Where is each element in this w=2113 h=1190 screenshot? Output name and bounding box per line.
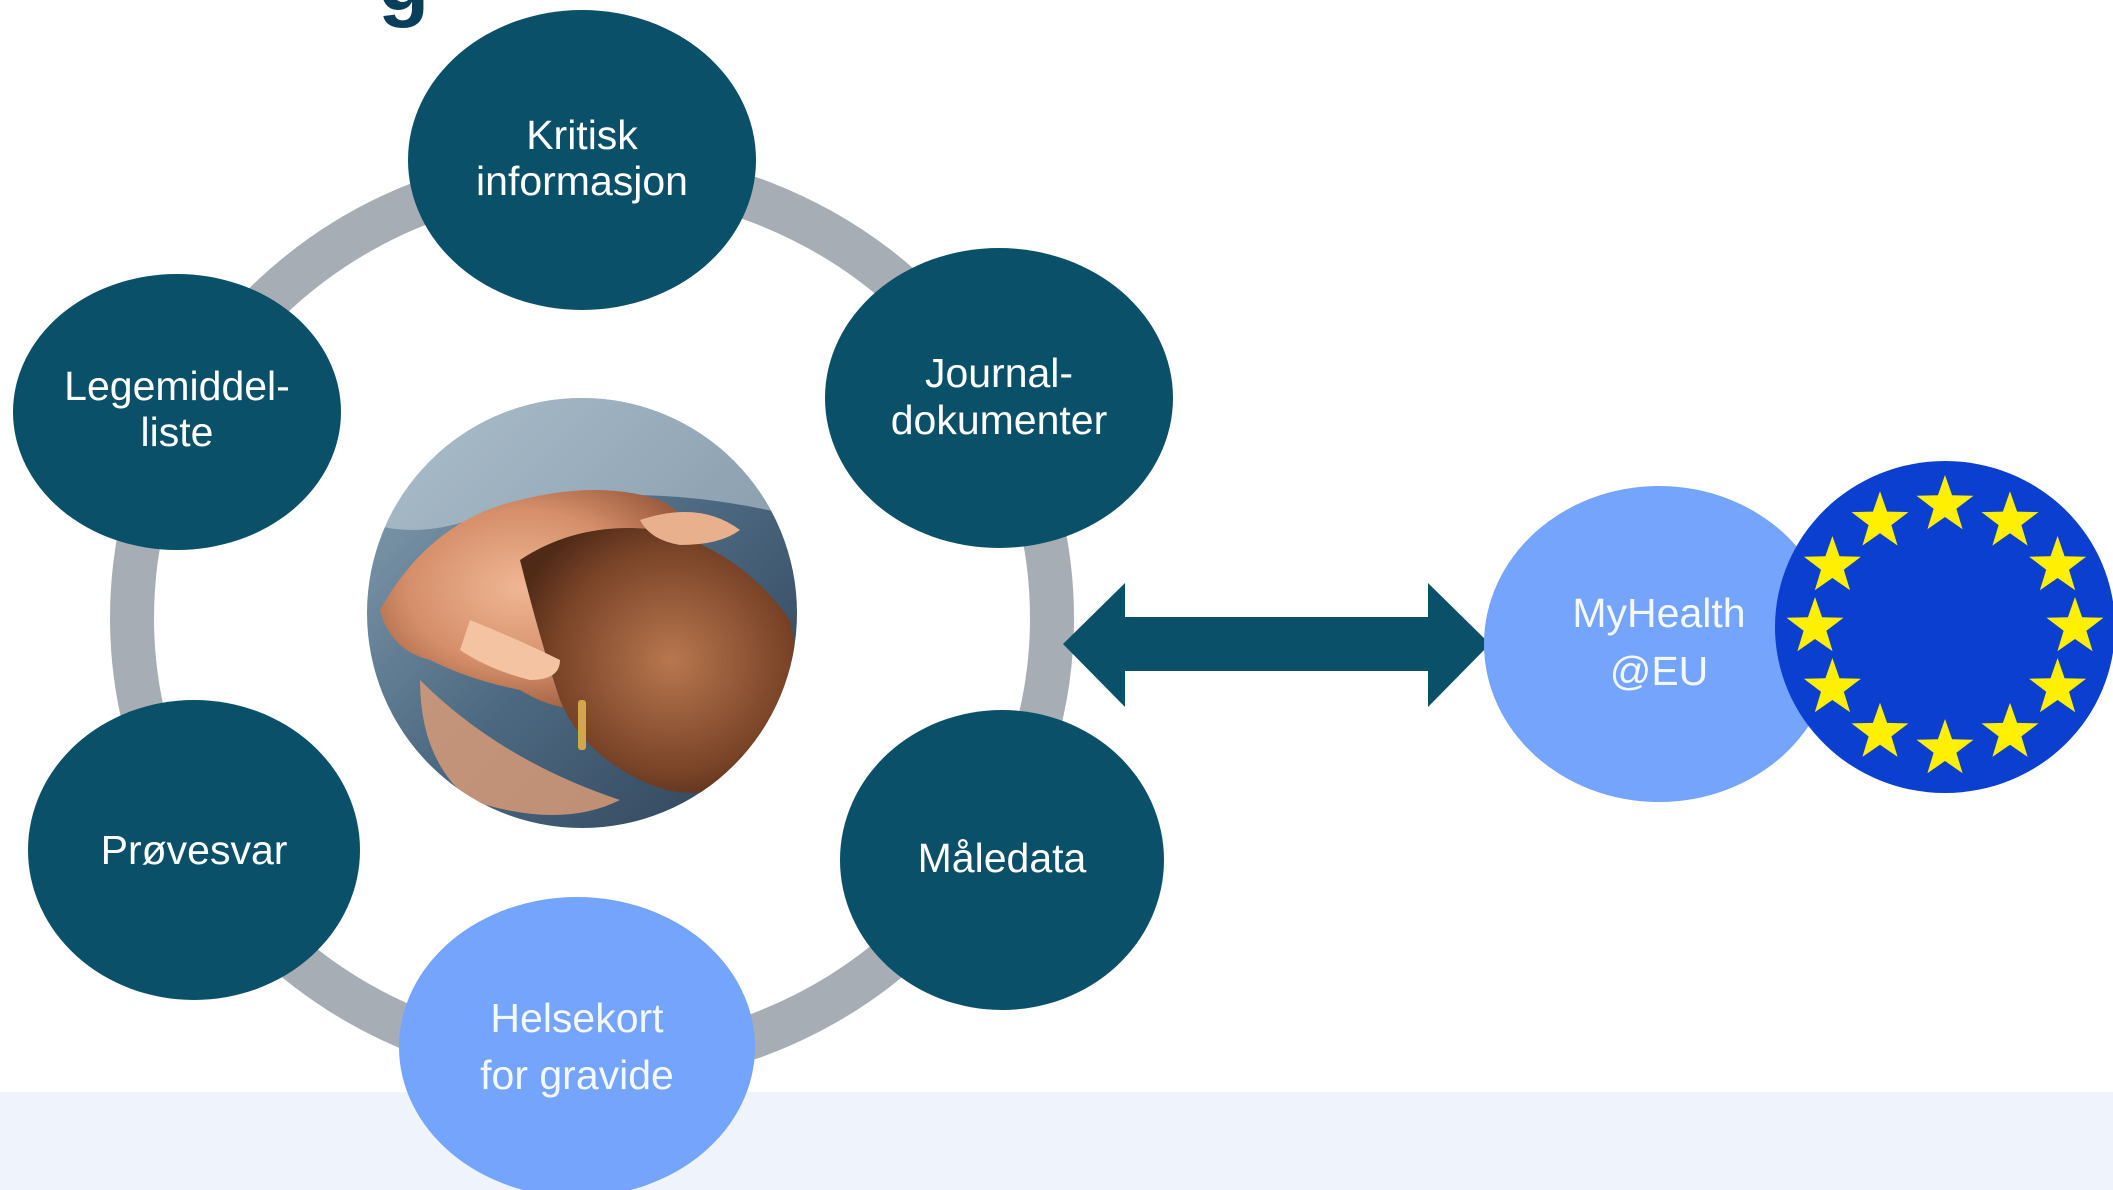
node-label-line-1: Kritisk [526,112,638,158]
footer-band [0,1092,2113,1190]
node-label-line-1: MyHealth [1572,590,1745,636]
eu-star-icon [2029,536,2087,591]
node-label-line-1: Journal- [925,350,1073,396]
eu-flag-icon [1775,461,2113,793]
eu-star-icon [1851,491,1909,546]
eu-star-icon [1981,702,2039,757]
eu-stars [1786,475,2104,774]
node-label: Prøvesvar [101,827,288,873]
node-label-line-2: @EU [1610,648,1709,694]
node-journaldokumenter: Journal- dokumenter [825,248,1173,548]
eu-star-icon [1916,475,1974,530]
node-label: Måledata [918,835,1087,881]
double-arrow-connector [1063,583,1490,707]
node-label-line-2: liste [141,409,214,455]
node-provesvar: Prøvesvar [28,700,360,1000]
node-maledata: Måledata [840,710,1164,1010]
center-photo [367,398,797,828]
node-label-line-1: Helsekort [490,995,664,1041]
node-legemiddelliste: Legemiddel- liste [13,274,341,550]
eu-star-icon [1803,536,1861,591]
node-label-line-2: for gravide [480,1052,674,1098]
eu-star-icon [2029,658,2087,713]
eu-star-icon [2046,597,2104,652]
eu-star-icon [1851,702,1909,757]
eu-star-icon [1786,597,1844,652]
node-label-line-1: Legemiddel- [64,363,290,409]
node-label-line-2: dokumenter [891,397,1108,443]
title-fragment: g [378,0,429,28]
node-helsekort-for-gravide: Helsekort for gravide [399,897,755,1190]
eu-star-icon [1803,658,1861,713]
eu-star-icon [1916,719,1974,774]
node-label-line-2: informasjon [476,158,688,204]
node-kritisk-informasjon: Kritisk informasjon [408,10,756,310]
eu-star-icon [1981,491,2039,546]
node-myhealth-eu: MyHealth @EU [1484,486,1834,802]
